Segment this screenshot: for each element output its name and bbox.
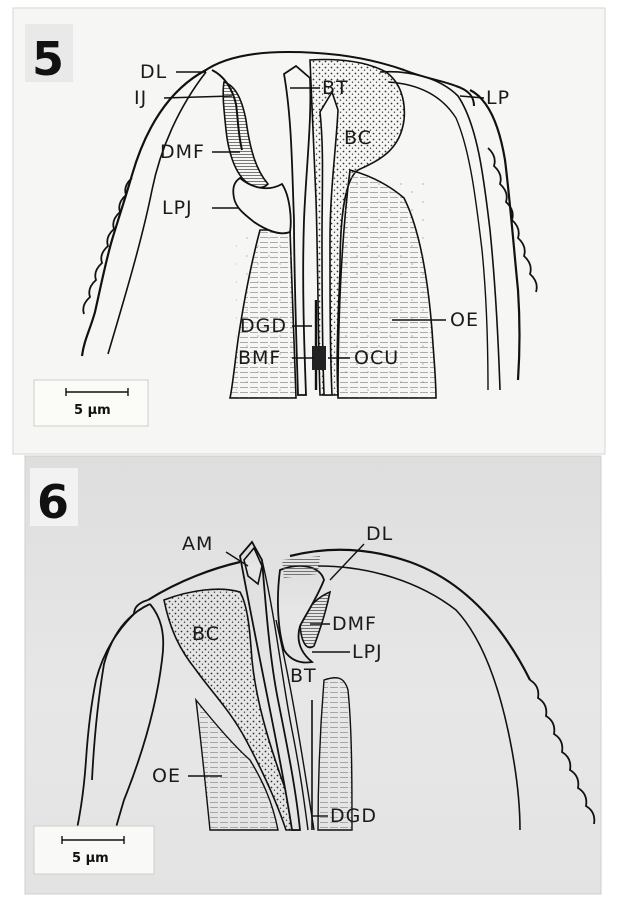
label-oe: OE xyxy=(450,309,479,331)
panel-5: 5 DL IJ BT LP xyxy=(13,8,605,454)
panel-6: 6 AM DL BC DMF LPJ xyxy=(25,456,601,894)
label-dl: DL xyxy=(140,61,167,83)
panel-6-number: 6 xyxy=(37,475,69,529)
label-dgd-6: DGD xyxy=(330,805,377,827)
label-oe-6: OE xyxy=(152,765,181,787)
panel-5-scale-label: 5 µm xyxy=(74,403,111,418)
label-bmf: BMF xyxy=(238,347,281,369)
label-lp: LP xyxy=(486,87,510,109)
label-dgd: DGD xyxy=(240,315,287,337)
label-dmf-6: DMF xyxy=(332,613,377,635)
panel-6-scale-box xyxy=(34,826,154,874)
label-am: AM xyxy=(182,533,213,555)
label-ocu: OCU xyxy=(354,347,399,369)
panel-5-number: 5 xyxy=(32,32,64,86)
label-bc: BC xyxy=(344,127,372,149)
panel-6-scale-label: 5 µm xyxy=(72,851,109,866)
label-bt: BT xyxy=(322,77,349,99)
basal-muscle-fibre xyxy=(312,346,326,370)
label-dl-6: DL xyxy=(366,523,393,545)
label-ij: IJ xyxy=(134,87,147,109)
label-bc-6: BC xyxy=(192,623,220,645)
label-bt-6: BT xyxy=(290,665,317,687)
label-dmf: DMF xyxy=(160,141,205,163)
label-lpj: LPJ xyxy=(162,197,193,219)
label-lpj-6: LPJ xyxy=(352,641,383,663)
